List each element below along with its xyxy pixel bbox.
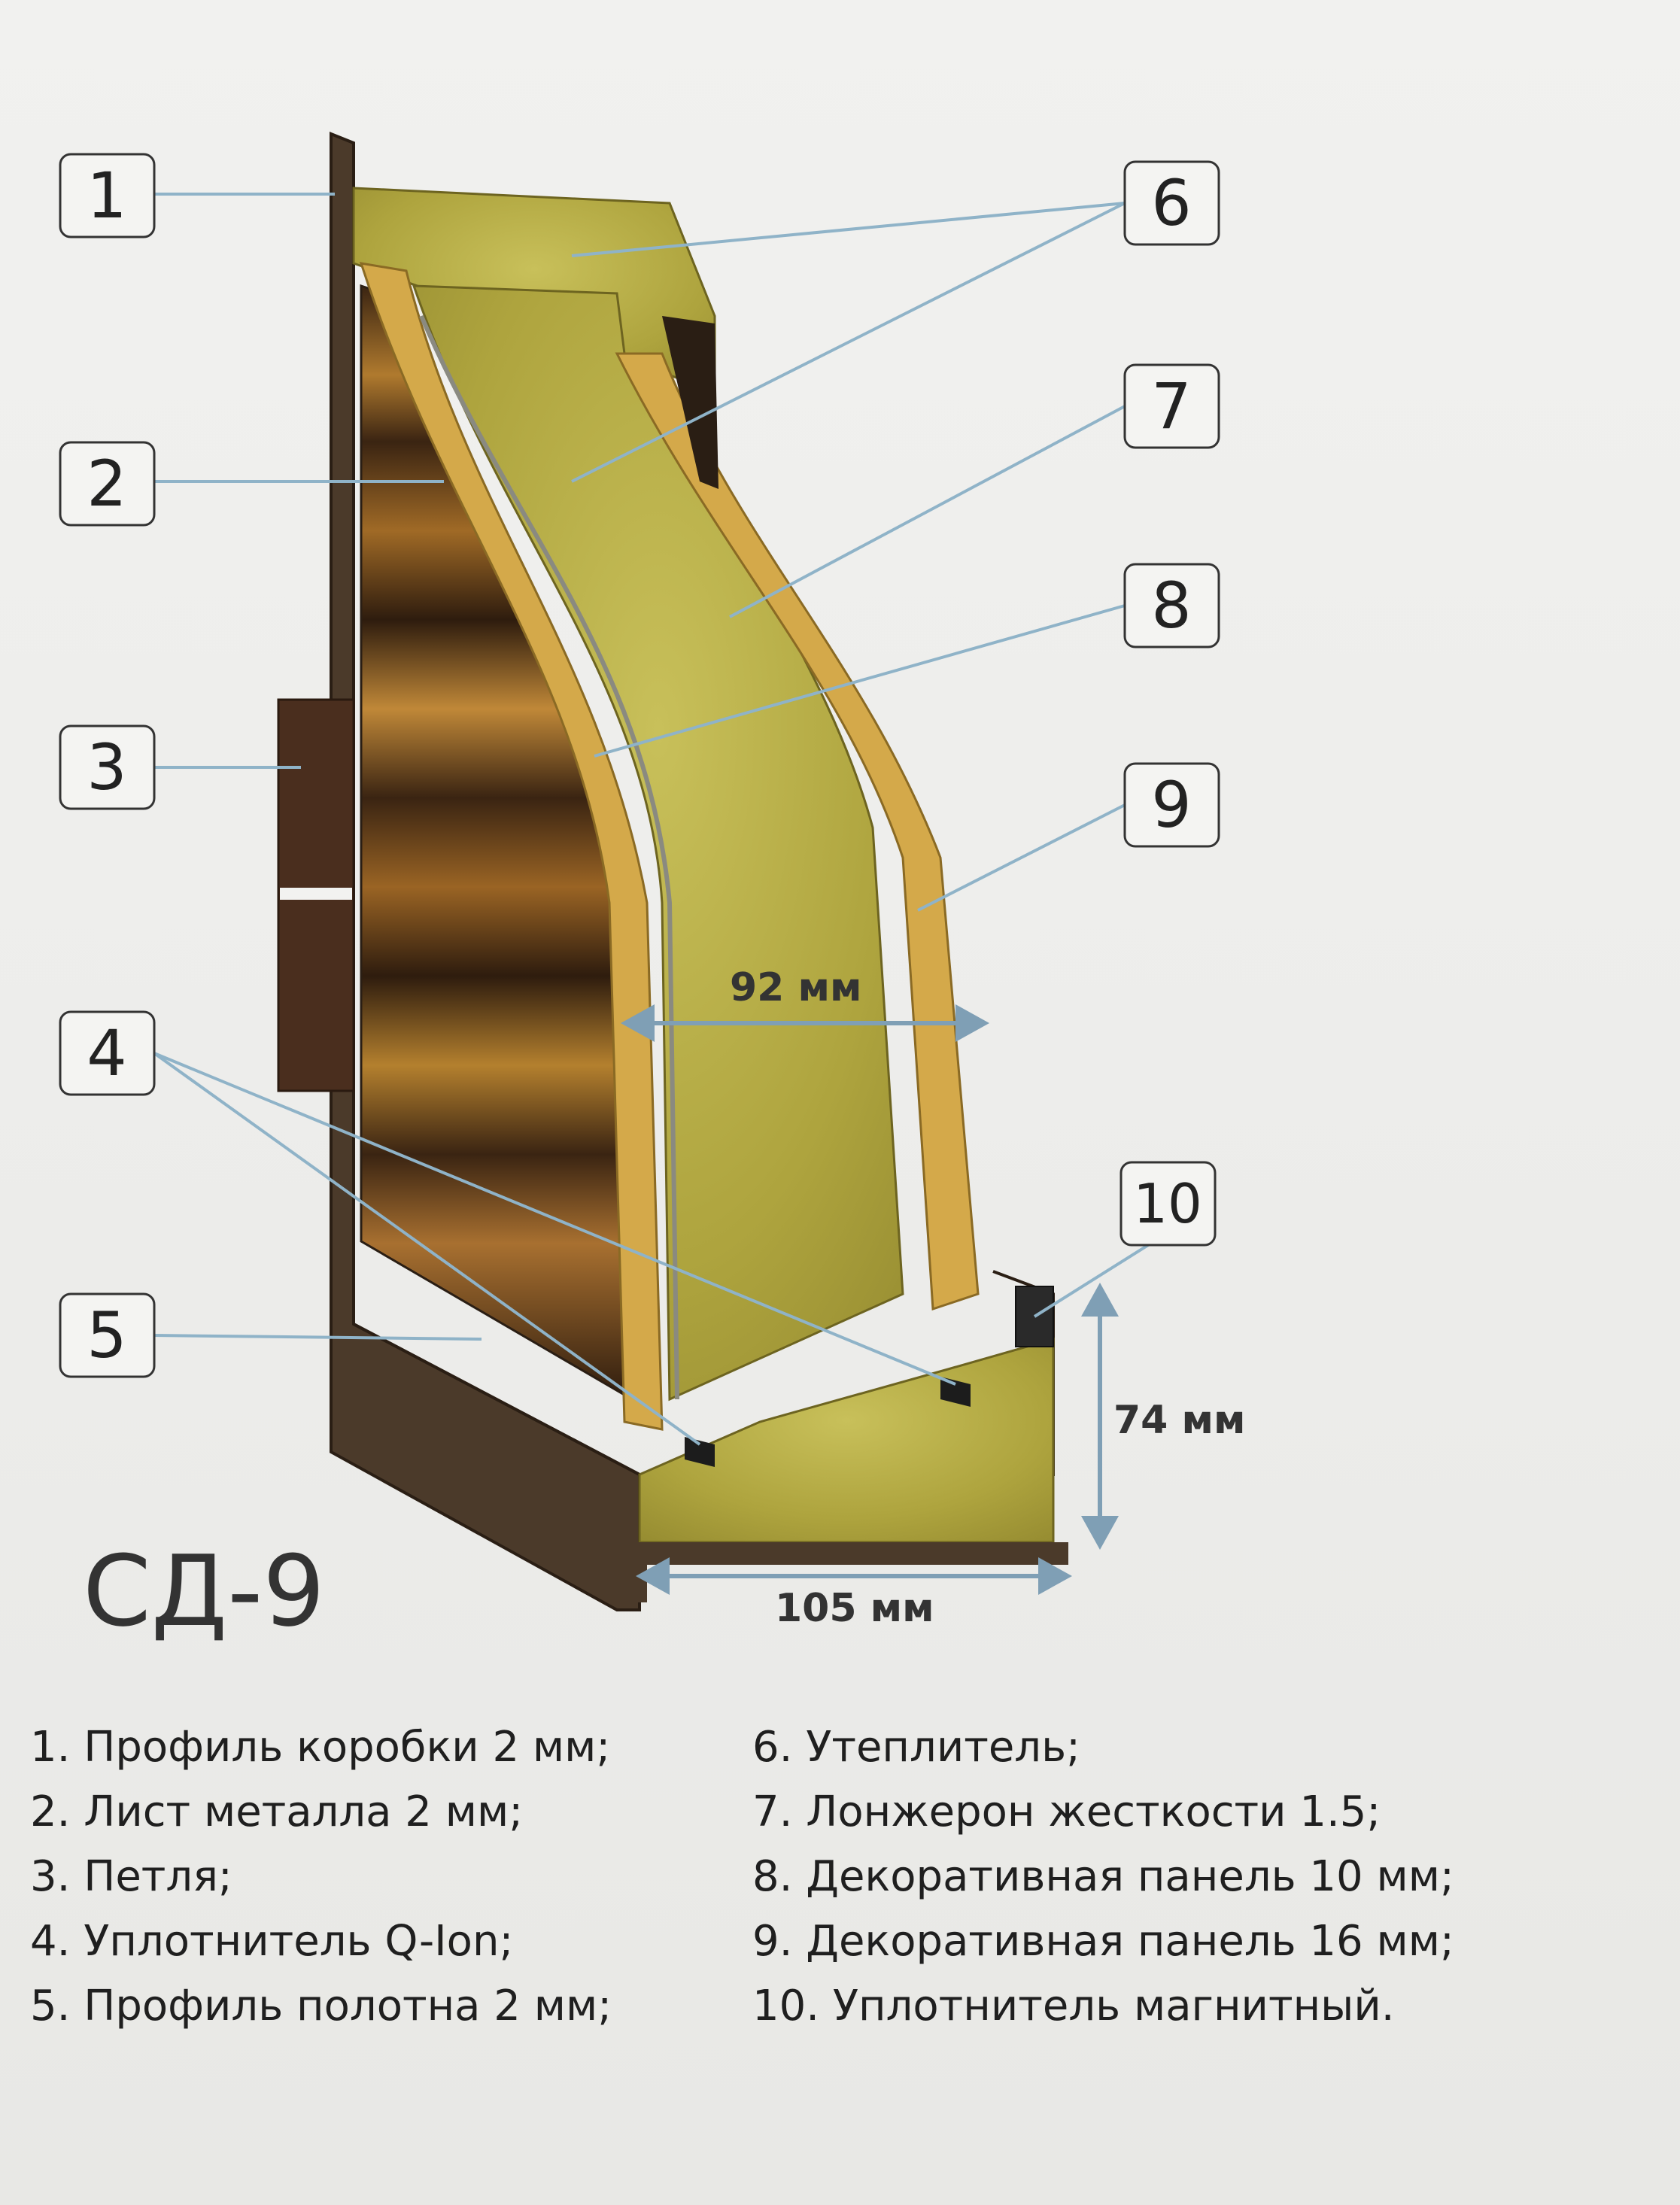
callout-4: 4 (59, 1010, 156, 1096)
svg-text:9: 9 (1151, 768, 1191, 842)
seal-qion-left (685, 1437, 715, 1467)
svg-text:3: 3 (87, 730, 126, 804)
dimension-105-label: 105 мм (775, 1586, 934, 1631)
svg-text:1: 1 (87, 159, 126, 232)
dimension-92-label: 92 мм (730, 965, 861, 1010)
legend-item-1: 1. Профиль коробки 2 мм; (30, 1723, 611, 1772)
dimension-92: 92 мм (621, 965, 989, 1042)
svg-text:2: 2 (87, 447, 126, 521)
svg-text:8: 8 (1151, 569, 1191, 642)
callout-2: 2 (59, 441, 156, 527)
legend-item-6: 6. Утеплитель; (752, 1723, 1080, 1772)
legend-item-7: 7. Лонжерон жесткости 1.5; (752, 1787, 1381, 1836)
legend-item-10: 10. Уплотнитель магнитный. (752, 1982, 1395, 2030)
svg-text:5: 5 (87, 1298, 126, 1372)
legend-right: 6. Утеплитель; 7. Лонжерон жесткости 1.5… (752, 1715, 1454, 2039)
decorative-panel-10 (359, 262, 664, 1431)
svg-text:4: 4 (87, 1016, 126, 1090)
legend-item-5: 5. Профиль полотна 2 мм; (30, 1982, 612, 2030)
svg-text:10: 10 (1133, 1172, 1202, 1235)
callout-5: 5 (59, 1292, 156, 1378)
callout-1: 1 (59, 153, 156, 238)
callout-7: 7 (1123, 363, 1220, 449)
frame-bottom-profile (632, 1542, 1068, 1602)
frame-top-right-profile (662, 316, 718, 489)
dimension-74: 74 мм (1081, 1283, 1245, 1550)
legend-item-2: 2. Лист металла 2 мм; (30, 1787, 524, 1836)
legend-item-9: 9. Декоративная панель 16 мм; (752, 1917, 1454, 1966)
legend-item-3: 3. Петля; (30, 1852, 232, 1901)
decorative-panel-16 (615, 352, 980, 1311)
callout-9: 9 (1123, 762, 1220, 848)
callout-8: 8 (1123, 563, 1220, 648)
leader-lines (153, 193, 1168, 1446)
callout-3: 3 (59, 724, 156, 810)
callout-6: 6 (1123, 160, 1220, 246)
svg-text:6: 6 (1151, 166, 1191, 240)
dimension-74-label: 74 мм (1113, 1398, 1245, 1443)
callout-10: 10 (1119, 1161, 1217, 1247)
model-title: СД-9 (83, 1534, 325, 1648)
hinge-gap (280, 888, 352, 900)
legend-left: 1. Профиль коробки 2 мм; 2. Лист металла… (30, 1715, 612, 2039)
legend-item-4: 4. Уплотнитель Q-Ion; (30, 1917, 514, 1966)
dimension-105: 105 мм (636, 1557, 1072, 1631)
stiffener (419, 314, 679, 1400)
svg-text:7: 7 (1151, 369, 1191, 443)
legend-item-8: 8. Декоративная панель 10 мм; (752, 1852, 1454, 1901)
seal-qion-right (940, 1377, 971, 1407)
